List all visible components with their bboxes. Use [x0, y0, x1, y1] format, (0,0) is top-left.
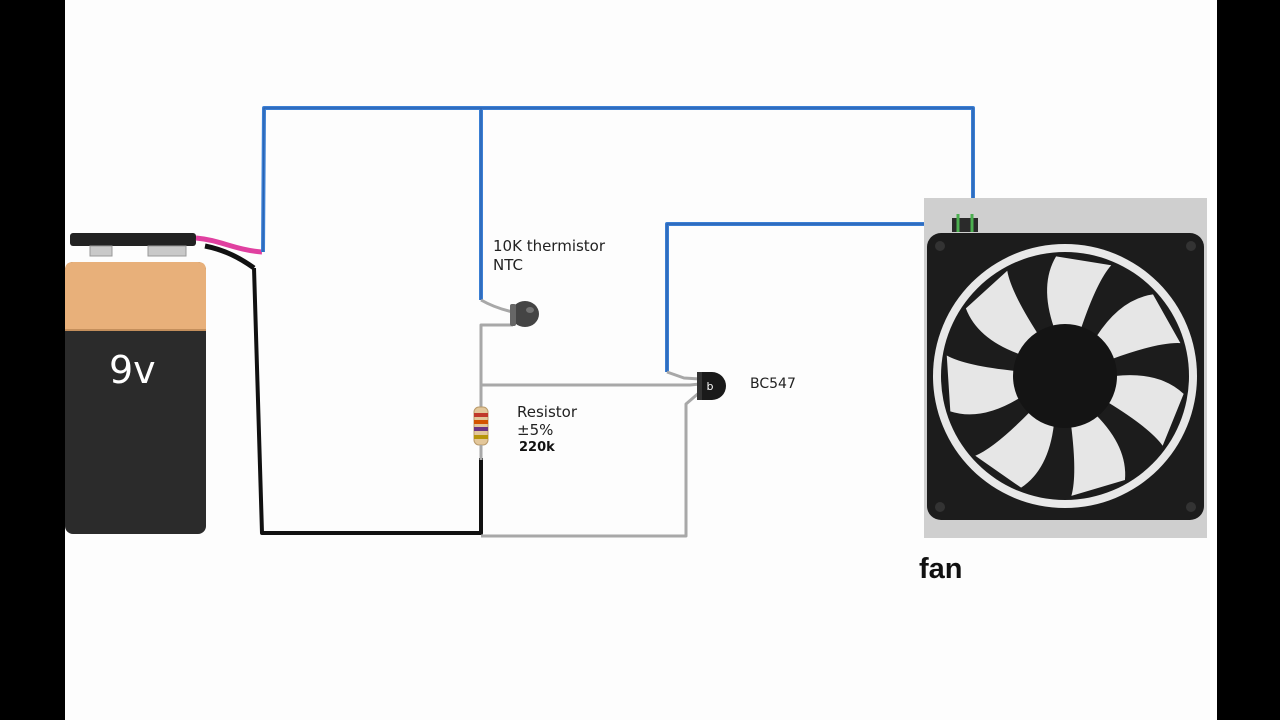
- wire-collector-lead: [666, 370, 701, 381]
- transistor: b: [697, 372, 726, 400]
- fan-blade: [1047, 256, 1112, 329]
- fan-blade: [1096, 294, 1181, 359]
- wire-base: [481, 382, 701, 387]
- resistor: [473, 406, 489, 460]
- battery-label: 9v: [109, 348, 156, 392]
- signal-wires: [479, 323, 701, 538]
- transistor-label: BC547: [750, 376, 796, 392]
- fan-blade: [975, 411, 1054, 488]
- battery-lead-red: [195, 235, 263, 255]
- fan-blade: [965, 270, 1038, 355]
- fan-blade: [946, 355, 1020, 415]
- transistor-pin-mark: b: [707, 380, 714, 393]
- resistor-label-line1: Resistor: [517, 403, 577, 421]
- wire-emitter: [481, 390, 701, 538]
- battery-top-band: [65, 262, 206, 330]
- wire-negative: [252, 267, 483, 535]
- wire-thermistor-resistor: [479, 323, 513, 408]
- thermistor-label-line1: 10K thermistor: [493, 237, 606, 255]
- fan-blades: [946, 256, 1184, 496]
- fan-hub: [1013, 324, 1117, 428]
- circuit-diagram: b: [65, 106, 1207, 538]
- fan-connector: [952, 218, 978, 232]
- thermistor: [480, 298, 539, 327]
- resistor-body: [473, 406, 489, 446]
- wire-positive-main: [261, 106, 975, 253]
- fan-blade: [1107, 375, 1184, 446]
- transistor-body: [700, 372, 726, 400]
- battery-cap: [70, 233, 196, 246]
- battery-lead-black: [204, 243, 256, 271]
- battery-terminal-negative: [89, 245, 113, 257]
- wire-collector-fan: [665, 222, 960, 372]
- fan: [924, 198, 1207, 538]
- positive-rail: [261, 106, 975, 372]
- resistor-value: 220k: [519, 440, 555, 455]
- resistor-label-line2: ±5%: [517, 421, 554, 439]
- circuit-canvas: b 9v 10K thermistor NTC R: [65, 0, 1217, 720]
- thermistor-label-line2: NTC: [493, 256, 523, 274]
- fan-blade: [1071, 415, 1126, 496]
- battery: [65, 233, 206, 534]
- fan-label: fan: [919, 553, 963, 585]
- battery-terminal-positive: [147, 245, 187, 257]
